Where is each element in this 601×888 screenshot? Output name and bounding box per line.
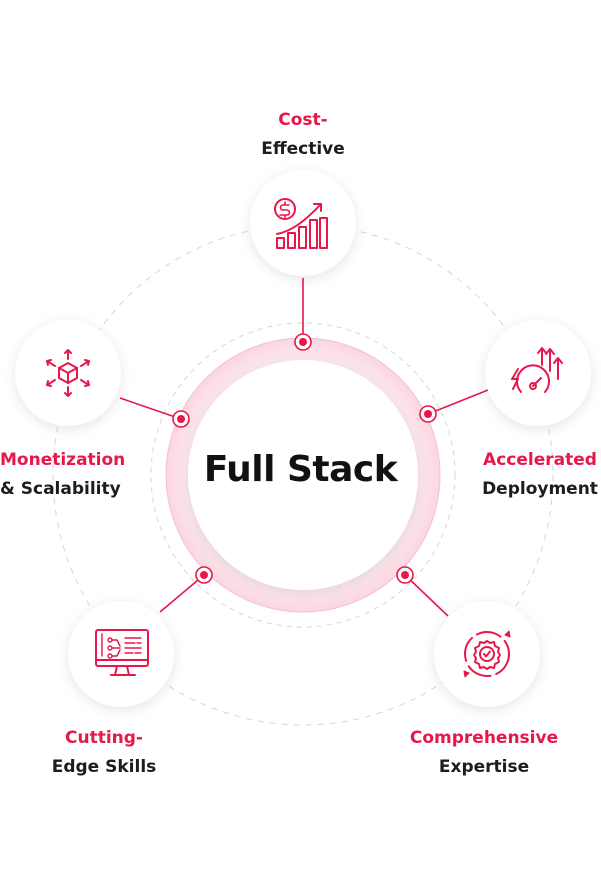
connector-cutting — [159, 574, 205, 613]
dot-cutting — [195, 566, 213, 584]
dot-accelerated — [419, 405, 437, 423]
inner-dashed-ring — [150, 322, 456, 628]
connector-lines — [119, 278, 489, 617]
label-monetization-line2: & Scalability — [0, 479, 121, 499]
label-monetization-line1: Monetization — [0, 450, 126, 470]
label-accelerated-line1: Accelerated — [483, 450, 597, 470]
dot-comprehensive — [396, 566, 414, 584]
gear-checkmark-icon — [463, 630, 511, 678]
dot-monetization — [172, 410, 190, 428]
label-cost: Cost- Effective — [203, 106, 403, 164]
label-monetization: Monetization & Scalability — [0, 446, 126, 504]
node-circle-accelerated — [485, 320, 591, 426]
label-cost-line2: Effective — [261, 139, 345, 159]
connector-dots — [172, 333, 437, 584]
label-cost-line1: Cost- — [278, 110, 328, 130]
connector-monetization — [119, 397, 182, 420]
center-title: Full Stack — [203, 449, 398, 490]
label-cutting-line2: Edge Skills — [51, 757, 157, 777]
node-circle-cutting — [68, 601, 174, 707]
label-comprehensive-line1: Comprehensive — [409, 728, 559, 748]
speedometer-arrows-icon — [511, 347, 563, 393]
center-disc — [188, 360, 418, 590]
node-circle-cost — [250, 170, 356, 276]
cube-arrows-icon — [46, 349, 90, 397]
label-comprehensive: Comprehensive Expertise — [404, 724, 564, 782]
connector-comprehensive — [404, 574, 449, 617]
label-accelerated-line2: Deployment — [482, 479, 598, 499]
label-accelerated: Accelerated Deployment — [470, 446, 601, 504]
label-cutting: Cutting- Edge Skills — [44, 724, 164, 782]
dot-cost — [294, 333, 312, 351]
label-comprehensive-line2: Expertise — [438, 757, 530, 777]
monitor-code-icon — [95, 629, 149, 676]
connector-accelerated — [427, 389, 489, 415]
label-cutting-line1: Cutting- — [65, 728, 143, 748]
dollar-growth-chart-icon — [274, 198, 328, 249]
